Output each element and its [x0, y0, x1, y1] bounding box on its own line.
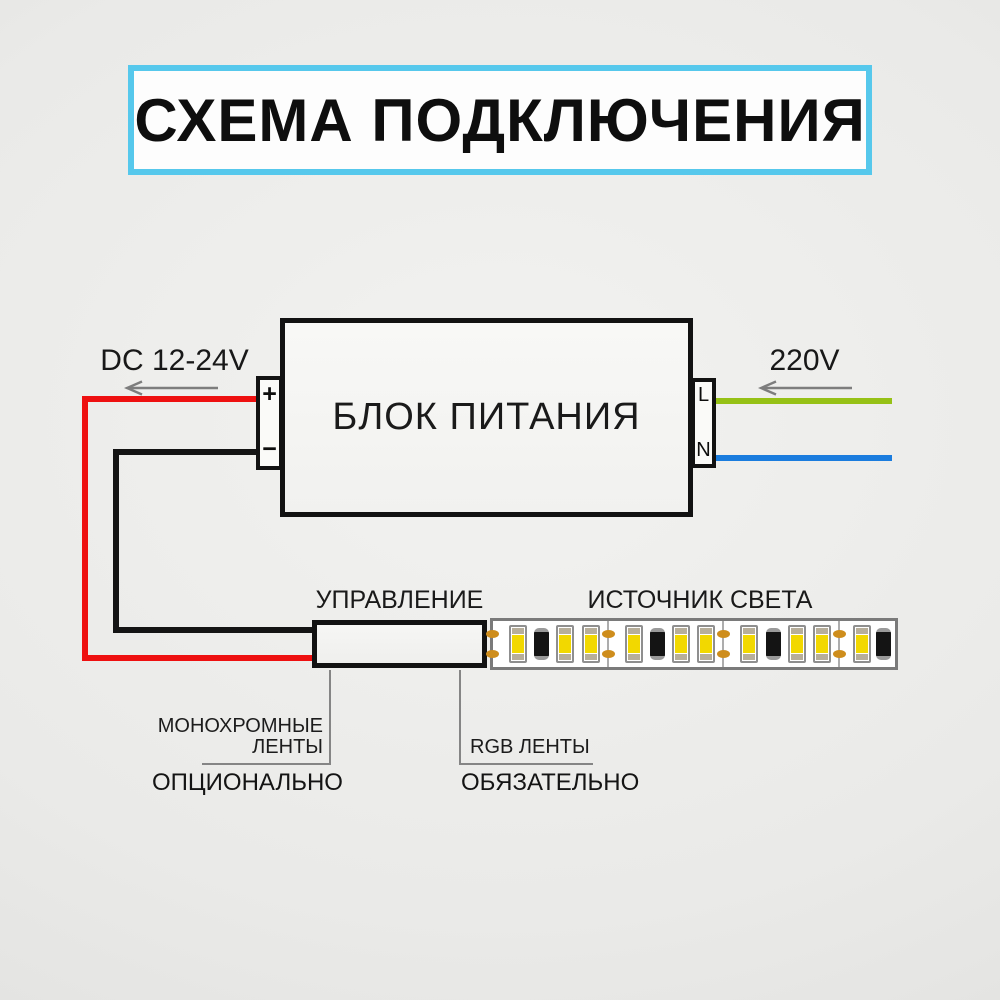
led-chip-icon: [787, 625, 806, 663]
mono-strips-line2: ЛЕНТЫ: [252, 736, 323, 758]
wire-red-positive-horizontal: [82, 396, 259, 402]
mandatory-note: ОБЯЗАТЕЛЬНО: [461, 769, 640, 796]
callout-line-rgb-horizontal: [459, 763, 593, 765]
led-chip-icon: [812, 625, 831, 663]
mono-strips-callout: МОНОХРОМНЫЕ ЛЕНТЫ: [140, 716, 323, 758]
led-chip-icon: [624, 625, 643, 663]
diagram-title: СХЕМА ПОДКЛЮЧЕНИЯ: [134, 86, 866, 154]
resistor-chip-icon: [649, 628, 665, 660]
resistor-chip-icon: [534, 628, 550, 660]
rgb-strips-callout: RGB ЛЕНТЫ: [470, 736, 590, 758]
led-chip-icon: [509, 625, 528, 663]
terminal-plus-label: +: [262, 380, 277, 408]
wire-black-negative-horizontal: [113, 449, 259, 455]
dc-terminal-block: + −: [256, 376, 283, 470]
callout-line-mono-vertical: [329, 670, 331, 765]
light-source-label: ИСТОЧНИК СВЕТА: [587, 586, 813, 614]
led-strip-segment: [717, 621, 838, 667]
led-strip-segment: [486, 621, 607, 667]
wire-black-negative-to-controller: [113, 627, 314, 633]
wire-green-line-220v: [714, 398, 892, 404]
wire-red-positive-to-controller: [82, 655, 314, 661]
callout-line-mono-horizontal: [202, 763, 331, 765]
ac-voltage-label: 220V: [769, 344, 840, 377]
wire-blue-neutral-220v: [714, 455, 892, 461]
wire-black-negative-vertical: [113, 449, 119, 633]
controller-block: [312, 620, 487, 668]
diagram-title-box: СХЕМА ПОДКЛЮЧЕНИЯ: [128, 65, 872, 175]
led-strip-segment: [832, 621, 895, 667]
resistor-chip-icon: [765, 628, 781, 660]
led-chip-icon: [581, 625, 600, 663]
terminal-line-label: L: [697, 384, 710, 406]
terminal-minus-label: −: [262, 434, 277, 463]
mono-strips-line1: МОНОХРОМНЫЕ: [157, 715, 323, 737]
wire-red-positive-vertical: [82, 396, 88, 661]
solder-pads: [486, 621, 499, 667]
solder-pads: [832, 621, 846, 667]
resistor-chip-icon: [875, 628, 891, 660]
solder-pads: [601, 621, 615, 667]
callout-line-rgb-vertical: [459, 670, 461, 765]
ac-terminal-block: L N: [691, 378, 716, 468]
led-strip: [486, 618, 898, 670]
led-chip-icon: [672, 625, 690, 663]
led-strip-segment: [601, 621, 723, 667]
led-chip-icon: [697, 625, 716, 663]
power-supply-block: БЛОК ПИТАНИЯ: [280, 318, 693, 517]
optional-note: ОПЦИОНАЛЬНО: [152, 769, 343, 796]
controller-label: УПРАВЛЕНИЕ: [315, 586, 484, 614]
ac-direction-arrow-icon: [757, 380, 852, 396]
dc-voltage-label: DC 12-24V: [100, 344, 249, 377]
solder-pads: [717, 621, 731, 667]
led-chip-icon: [853, 625, 872, 663]
led-chip-icon: [740, 625, 759, 663]
terminal-neutral-label: N: [696, 439, 711, 461]
dc-direction-arrow-icon: [123, 380, 218, 396]
led-chip-icon: [556, 625, 575, 663]
power-supply-label: БЛОК ПИТАНИЯ: [332, 396, 641, 438]
